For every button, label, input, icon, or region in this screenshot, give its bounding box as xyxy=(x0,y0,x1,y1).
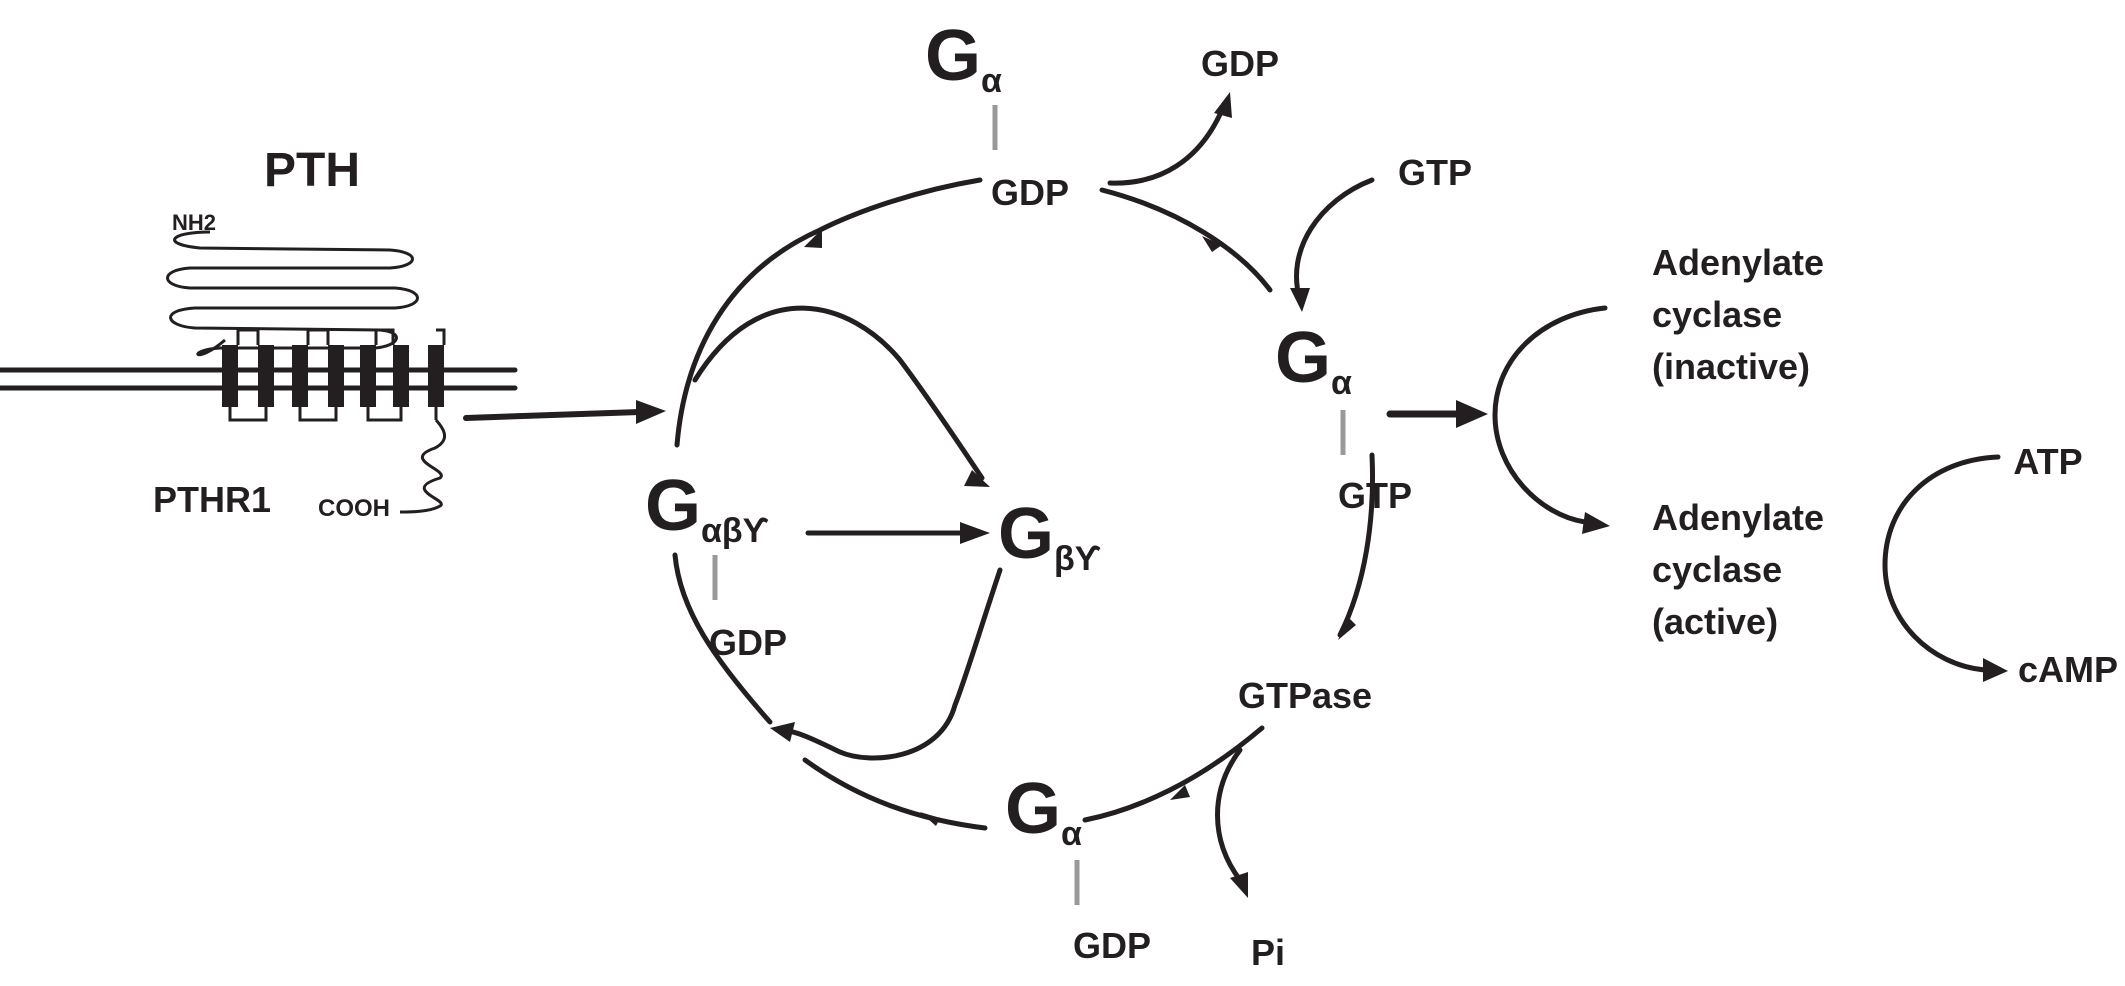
nh2-label: NH2 xyxy=(172,210,216,235)
heterotrimer-gdp: GDP xyxy=(709,622,787,663)
g-beta-gamma: Gβϒ xyxy=(998,494,1101,578)
gtp-binding-arrow xyxy=(1290,177,1375,312)
g-alpha-gtp: Gα GTP xyxy=(1275,318,1412,516)
beta-gamma-symbol: Gβϒ xyxy=(998,494,1101,578)
g-alpha-gdp-top: Gα GDP xyxy=(925,16,1069,213)
incoming-gtp-label: GTP xyxy=(1398,152,1472,193)
pthr1-receptor xyxy=(222,328,446,514)
activation-curve-arrow xyxy=(1492,305,1610,534)
cooh-label: COOH xyxy=(318,495,390,522)
pthr1-label: PTHR1 xyxy=(153,479,271,520)
pi-release-arrow xyxy=(1215,747,1248,898)
ac-inactive-label: Adenylate cyclase (inactive) xyxy=(1652,242,1834,387)
g-alpha-gtp-bound: GTP xyxy=(1338,475,1412,516)
atp-to-camp-arrow xyxy=(1882,454,2008,682)
pi-label: Pi xyxy=(1251,932,1285,973)
gdp-release-arrow xyxy=(1107,92,1232,186)
g-alpha-bottom-symbol: Gα xyxy=(1005,769,1082,853)
pth-label: PTH xyxy=(264,144,360,197)
adenylate-cyclase-active: Adenylate cyclase (active) xyxy=(1652,497,1834,642)
alpha-to-effector-arrow xyxy=(1386,400,1488,428)
ac-active-label: Adenylate cyclase (active) xyxy=(1652,497,1834,642)
heterotrimer-symbol: Gαβϒ xyxy=(645,466,769,550)
camp-label: cAMP xyxy=(2018,649,2118,690)
adenylate-cyclase-inactive: Adenylate cyclase (inactive) xyxy=(1652,242,1834,387)
g-alpha-beta-gamma: Gαβϒ GDP xyxy=(645,466,787,663)
gtpase-label: GTPase xyxy=(1238,675,1372,716)
released-gdp-label: GDP xyxy=(1201,43,1279,84)
g-alpha-top-symbol: Gα xyxy=(925,16,1002,100)
activation-arrow xyxy=(463,400,666,424)
pth-peptide-chain xyxy=(166,230,419,357)
g-alpha-bottom-gdp: GDP xyxy=(1073,925,1151,966)
g-alpha-gdp-bottom: Gα GDP xyxy=(1005,769,1151,966)
atp-label: ATP xyxy=(2013,441,2082,482)
g-alpha-gtp-symbol: Gα xyxy=(1275,318,1352,402)
g-alpha-top-gdp: GDP xyxy=(991,172,1069,213)
g-protein-cycle xyxy=(672,177,1375,831)
